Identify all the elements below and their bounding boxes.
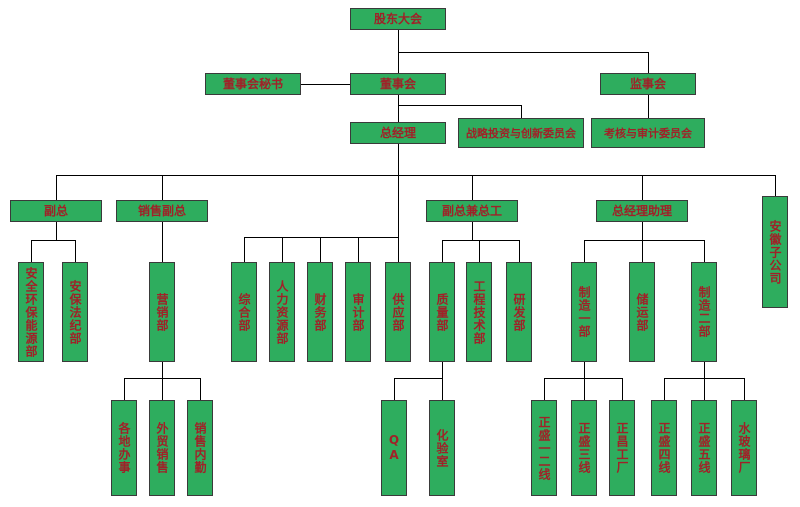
connector-line (704, 378, 705, 400)
connector-line (664, 378, 665, 400)
connector-line (200, 378, 201, 400)
node-zhengsheng-line-3: 正盛三线 (571, 400, 597, 496)
node-qa: QA (381, 400, 407, 496)
node-supply-dept: 供应部 (385, 262, 411, 362)
node-security-law-dept: 安保法纪部 (62, 262, 88, 362)
connector-line (244, 237, 398, 238)
connector-line (648, 95, 649, 118)
connector-line (398, 105, 521, 106)
connector-line (472, 222, 473, 240)
node-finance-dept: 财务部 (307, 262, 333, 362)
connector-line (704, 362, 705, 378)
connector-line (544, 378, 622, 379)
connector-line (398, 52, 648, 53)
node-board-secretary: 董事会秘书 (205, 73, 301, 95)
connector-line (31, 240, 75, 241)
connector-line (394, 378, 442, 379)
connector-line (320, 237, 321, 262)
node-general-manager: 总经理 (350, 122, 446, 144)
node-manufacturing-2-dept: 制造二部 (691, 262, 717, 362)
node-engineering-tech-dept: 工程技术部 (466, 262, 492, 362)
connector-line (244, 237, 245, 262)
node-sales-deputy-gm: 销售副总 (116, 200, 208, 222)
connector-line (301, 84, 350, 85)
connector-line (584, 240, 704, 241)
node-zhengsheng-line-5: 正盛五线 (691, 400, 717, 496)
connector-line (744, 378, 745, 400)
node-rnd-dept: 研发部 (506, 262, 532, 362)
connector-line (282, 237, 283, 262)
connector-line (775, 175, 776, 196)
connector-line (162, 222, 163, 262)
connector-line (162, 362, 163, 378)
connector-line (398, 30, 399, 73)
node-board: 董事会 (350, 73, 446, 95)
connector-line (642, 222, 643, 240)
node-marketing-dept: 营销部 (149, 262, 175, 362)
connector-line (642, 175, 643, 200)
connector-line (584, 240, 585, 262)
connector-line (56, 175, 57, 200)
node-anhui-subsidiary: 安徽子公司 (762, 196, 788, 308)
connector-line (521, 105, 522, 118)
connector-line (472, 175, 473, 200)
connector-line (519, 240, 520, 262)
connector-line (479, 240, 480, 262)
connector-line (442, 362, 443, 378)
connector-line (75, 240, 76, 262)
node-deputy-gm-chief-engineer: 副总兼总工 (426, 200, 518, 222)
node-zhengchang-factory: 正昌工厂 (609, 400, 635, 496)
node-audit-committee: 考核与审计委员会 (591, 118, 705, 148)
node-water-glass-factory: 水玻璃厂 (731, 400, 757, 496)
node-foreign-trade-sales: 外贸销售 (149, 400, 175, 496)
connector-line (56, 222, 57, 240)
node-gm-assistant: 总经理助理 (596, 200, 688, 222)
connector-line (544, 378, 545, 400)
node-strategy-committee: 战略投资与创新委员会 (458, 118, 584, 148)
connector-line (584, 362, 585, 378)
node-supervisory-board: 监事会 (600, 73, 696, 95)
node-manufacturing-1-dept: 制造一部 (571, 262, 597, 362)
connector-line (622, 378, 623, 400)
node-regional-offices: 各地办事 (111, 400, 137, 496)
connector-line (398, 144, 399, 262)
connector-line (162, 378, 163, 400)
connector-line (648, 52, 649, 73)
node-safety-env-energy-dept: 安全环保能源部 (18, 262, 44, 362)
connector-line (394, 378, 395, 400)
node-hr-dept: 人力资源部 (269, 262, 295, 362)
connector-line (442, 240, 519, 241)
connector-line (704, 240, 705, 262)
node-general-affairs-dept: 综合部 (231, 262, 257, 362)
node-zhengsheng-line-4: 正盛四线 (651, 400, 677, 496)
connector-line (31, 240, 32, 262)
node-quality-dept: 质量部 (429, 262, 455, 362)
connector-line (584, 378, 585, 400)
node-lab: 化验室 (429, 400, 455, 496)
node-sales-support: 销售内勤 (187, 400, 213, 496)
node-deputy-gm: 副总 (10, 200, 102, 222)
connector-line (398, 95, 399, 122)
connector-line (642, 240, 643, 262)
node-zhengsheng-line-1-2: 正盛一二线 (531, 400, 557, 496)
connector-line (442, 240, 443, 262)
connector-line (442, 378, 443, 400)
connector-line (358, 237, 359, 262)
connector-line (56, 175, 775, 176)
connector-line (162, 175, 163, 200)
node-shareholders: 股东大会 (350, 8, 446, 30)
connector-line (124, 378, 125, 400)
node-storage-transport-dept: 储运部 (629, 262, 655, 362)
node-audit-dept: 审计部 (345, 262, 371, 362)
